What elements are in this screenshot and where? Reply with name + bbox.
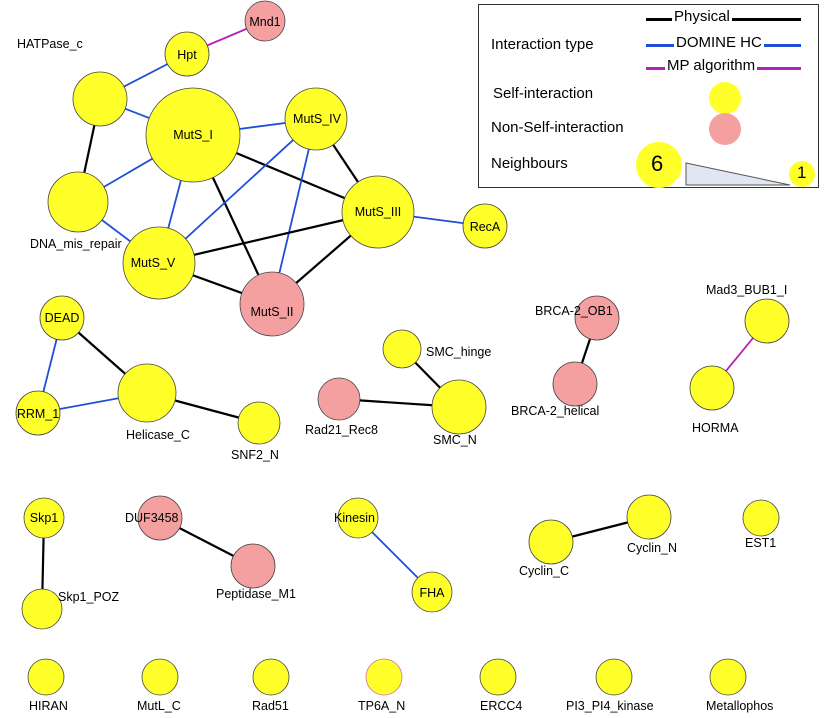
node-est1[interactable] bbox=[742, 499, 780, 537]
node-label-muts4: MutS_IV bbox=[293, 112, 342, 126]
node-layer bbox=[15, 0, 790, 696]
node-hatpase[interactable] bbox=[72, 71, 128, 127]
legend-domine-label: DOMINE HC bbox=[674, 34, 764, 51]
node-dead[interactable] bbox=[39, 295, 85, 341]
node-label-rrm1: RRM_1 bbox=[17, 407, 59, 421]
node-label-muts5: MutS_V bbox=[131, 256, 176, 270]
node-kinesin[interactable] bbox=[337, 497, 379, 539]
node-hiran[interactable] bbox=[27, 658, 65, 696]
legend-physical-label-front: Physical bbox=[672, 8, 732, 25]
node-muts5[interactable] bbox=[122, 226, 196, 300]
node-label-snf2: SNF2_N bbox=[231, 448, 279, 462]
legend-interaction-type-label: Interaction type bbox=[491, 36, 594, 53]
legend-mp-label: MP algorithm bbox=[665, 57, 758, 74]
node-rad21[interactable] bbox=[317, 377, 361, 421]
node-label-muts2: MutS_II bbox=[250, 305, 293, 319]
node-label-mutlc: MutL_C bbox=[137, 699, 181, 713]
node-pi3[interactable] bbox=[595, 658, 633, 696]
node-horma[interactable] bbox=[689, 365, 735, 411]
node-duf[interactable] bbox=[137, 495, 183, 541]
node-label-hiran: HIRAN bbox=[29, 699, 68, 713]
node-ercc4[interactable] bbox=[479, 658, 517, 696]
node-muts1[interactable] bbox=[145, 87, 241, 183]
node-snf2[interactable] bbox=[237, 401, 281, 445]
node-cyclinn[interactable] bbox=[626, 494, 672, 540]
node-label-mad3: Mad3_BUB1_I bbox=[706, 283, 787, 297]
node-mutlc[interactable] bbox=[141, 658, 179, 696]
legend-neighbours-wedge bbox=[685, 162, 791, 186]
node-label-duf: DUF3458 bbox=[125, 511, 179, 525]
edge-muts3-muts5 bbox=[158, 210, 379, 265]
node-label-skp1poz: Skp1_POZ bbox=[58, 590, 120, 604]
legend-self-label: Self-interaction bbox=[493, 85, 594, 102]
node-label-pep: Peptidase_M1 bbox=[216, 587, 296, 601]
legend-non-self-swatch bbox=[709, 113, 741, 145]
node-label-brcaob1: BRCA-2_OB1 bbox=[535, 304, 613, 318]
node-label-dnamis: DNA_mis_repair bbox=[30, 237, 122, 251]
legend-neighbours-max-dot bbox=[636, 142, 682, 188]
node-label-kinesin: Kinesin bbox=[334, 511, 375, 525]
node-smcn[interactable] bbox=[431, 379, 487, 435]
node-muts4[interactable] bbox=[284, 87, 348, 151]
node-label-rad51: Rad51 bbox=[252, 699, 289, 713]
node-label-tp6a: TP6A_N bbox=[358, 699, 405, 713]
legend-neighbours-min-dot bbox=[789, 161, 815, 187]
node-label-smcn: SMC_N bbox=[433, 433, 477, 447]
node-fha[interactable] bbox=[411, 571, 453, 613]
node-label-reca: RecA bbox=[470, 220, 501, 234]
node-label-ercc4: ERCC4 bbox=[480, 699, 522, 713]
node-mnd1[interactable] bbox=[244, 0, 286, 42]
node-muts3[interactable] bbox=[341, 175, 415, 249]
node-tp6a[interactable] bbox=[365, 658, 403, 696]
node-label-muts1: MutS_I bbox=[173, 128, 213, 142]
node-rad51[interactable] bbox=[252, 658, 290, 696]
legend-neighbours-min-label: 1 bbox=[797, 163, 807, 182]
node-label-fha: FHA bbox=[420, 586, 446, 600]
node-metallo[interactable] bbox=[709, 658, 747, 696]
node-dnamis[interactable] bbox=[47, 171, 109, 233]
node-label-muts3: MutS_III bbox=[355, 205, 402, 219]
node-label-mnd1: Mnd1 bbox=[249, 15, 280, 29]
node-label-cyclinc: Cyclin_C bbox=[519, 564, 569, 578]
node-pep[interactable] bbox=[230, 543, 276, 589]
legend-neighbours-max-label: 6 bbox=[651, 151, 664, 176]
node-label-cyclinn: Cyclin_N bbox=[627, 541, 677, 555]
node-smchinge[interactable] bbox=[382, 329, 422, 369]
node-brcahel[interactable] bbox=[552, 361, 598, 407]
node-label-metallo: Metallophos bbox=[706, 699, 773, 713]
node-label-est1: EST1 bbox=[745, 536, 776, 550]
node-label-pi3: PI3_PI4_kinase bbox=[566, 699, 654, 713]
node-label-skp1: Skp1 bbox=[30, 511, 59, 525]
node-skp1poz[interactable] bbox=[21, 588, 63, 630]
node-label-smchinge: SMC_hinge bbox=[426, 345, 491, 359]
legend-self-swatch bbox=[709, 82, 741, 114]
node-label-horma: HORMA bbox=[692, 421, 739, 435]
node-label-brcahel: BRCA-2_helical bbox=[511, 404, 599, 418]
node-rrm1[interactable] bbox=[15, 390, 61, 436]
node-label-hpt: Hpt bbox=[177, 48, 197, 62]
legend: Physical Physical Interaction type DOMIN… bbox=[478, 4, 819, 188]
legend-neighbours-label: Neighbours bbox=[491, 155, 568, 172]
node-label-helicase: Helicase_C bbox=[126, 428, 190, 442]
node-brcaob1[interactable] bbox=[574, 295, 620, 341]
node-label-hatpase: HATPase_c bbox=[17, 37, 83, 51]
node-skp1[interactable] bbox=[23, 497, 65, 539]
node-label-dead: DEAD bbox=[45, 311, 80, 325]
node-muts2[interactable] bbox=[239, 271, 305, 337]
node-reca[interactable] bbox=[462, 203, 508, 249]
node-label-rad21: Rad21_Rec8 bbox=[305, 423, 378, 437]
node-mad3[interactable] bbox=[744, 298, 790, 344]
node-helicase[interactable] bbox=[117, 363, 177, 423]
legend-non-self-label: Non-Self-interaction bbox=[491, 119, 624, 136]
node-cyclinc[interactable] bbox=[528, 519, 574, 565]
node-hpt[interactable] bbox=[164, 31, 210, 77]
